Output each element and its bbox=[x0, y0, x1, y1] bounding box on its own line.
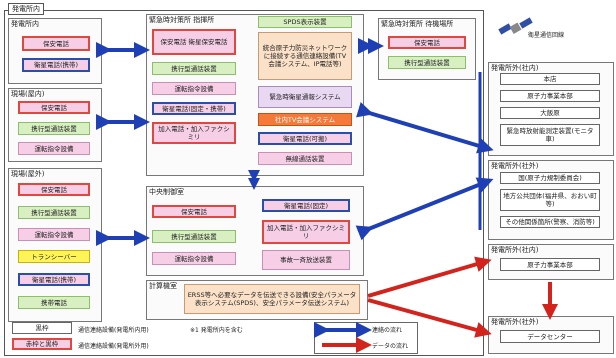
plant-frame-title: 発電所内 bbox=[8, 3, 44, 15]
box-cc-command: 運転指令設備 bbox=[152, 252, 236, 265]
group-emergency-standby: 緊急時対策所 待機場所 bbox=[378, 18, 476, 80]
box-transceiver: トランシーバー bbox=[18, 250, 90, 263]
box-cc-satellite-fixed: 衛星電話(固定) bbox=[262, 199, 350, 212]
group-field-inside-title: 現場(屋内) bbox=[11, 90, 45, 98]
box-cc-security-phone: 保安電話 bbox=[152, 205, 236, 218]
box-operation-command-2: 運転指令設備 bbox=[18, 142, 90, 155]
box-portable-call-device-2: 携行型通話装置 bbox=[18, 122, 90, 135]
box-standby-security-phone: 保安電話 bbox=[388, 36, 466, 49]
box-center-portable: 携行型通話装置 bbox=[152, 62, 236, 75]
box-monitoring-car: 緊急時放射能測定装置(モニタ車) bbox=[500, 124, 600, 146]
box-operation-command-3: 運転指令設備 bbox=[18, 228, 90, 241]
box-nuclear-division-1: 原子力事業本部 bbox=[500, 90, 600, 102]
group-emergency-standby-title: 緊急時対策所 待機場所 bbox=[381, 20, 454, 28]
box-ohi: 大飯原 bbox=[500, 107, 600, 119]
group-outside-company-1-title: 発電所外(社内) bbox=[491, 64, 539, 72]
box-cc-subscriber: 加入電話・加入ファクシミリ bbox=[262, 220, 350, 244]
box-company-tv-conference: 社内TV会議システム bbox=[258, 113, 352, 126]
box-data-center: データセンター bbox=[500, 330, 600, 343]
satellite-label: 衛星通信回線 bbox=[528, 32, 565, 39]
box-center-satellite-phone: 衛星電話(固定・携帯) bbox=[152, 102, 236, 115]
box-standby-portable: 携行型通話装置 bbox=[388, 56, 466, 69]
box-center-subscriber-phone: 加入電話・加入ファクシミリ bbox=[152, 122, 236, 144]
box-nra: 国(原子力規制委員会) bbox=[500, 172, 600, 184]
group-central-control-title: 中央制御室 bbox=[149, 188, 184, 196]
box-center-security-phone: 保安電話 衛星保安電話 bbox=[152, 29, 236, 55]
group-field-outside-title: 現場(屋外) bbox=[11, 170, 45, 178]
box-spds-title: SPDS表示装置 bbox=[258, 16, 352, 28]
group-outside-external-1-title: 発電所外(社外) bbox=[491, 162, 539, 170]
legend-black-frame: 黒枠 bbox=[12, 322, 72, 334]
box-local-gov: 地方公共団体(福井県、おおい町等) bbox=[500, 189, 600, 211]
box-portable-call-device-3: 携行型通話装置 bbox=[18, 206, 90, 219]
box-satellite-phone-mobile-1: 衛星電話(携帯) bbox=[22, 58, 90, 72]
box-erss-data: ERSS等へ必要なデータを伝送できる設備(安全パラメータ表示システム(SPDS)… bbox=[184, 284, 360, 314]
legend-blue-label: 連絡の流れ bbox=[372, 327, 403, 334]
arrow-data-2 bbox=[367, 298, 492, 338]
box-center-command: 運転指令設備 bbox=[152, 82, 236, 95]
box-satellite-phone-portable: 衛星電話(可搬) bbox=[258, 132, 352, 145]
box-cc-portable: 携行型通話装置 bbox=[152, 230, 236, 243]
box-nuclear-division-2: 原子力事業本部 bbox=[500, 258, 600, 271]
box-security-phone-1: 保安電話 bbox=[22, 36, 90, 51]
box-security-phone-3: 保安電話 bbox=[18, 183, 90, 196]
box-other-agencies: その他関係箇所(警察、消防等) bbox=[500, 216, 600, 228]
legend-footnote: ※1 発電所内を含む bbox=[190, 327, 243, 334]
arrow-data-1 bbox=[367, 256, 492, 298]
box-head-office: 本店 bbox=[500, 73, 600, 85]
box-radio-call-device: 無線通話装置 bbox=[258, 152, 352, 165]
group-outside-external-2-title: 発電所外(社外) bbox=[491, 318, 539, 326]
box-security-phone-2: 保安電話 bbox=[18, 101, 90, 114]
box-emergency-satellite-notify: 緊急時衛星通報システム bbox=[258, 86, 352, 108]
legend-red-frame-text: 通信連絡設備(発電所外用) bbox=[78, 343, 149, 350]
group-outside-company-2-title: 発電所外(社内) bbox=[491, 246, 539, 254]
legend-red-label: データの流れ bbox=[372, 343, 409, 350]
box-mobile-phone: 携帯電話 bbox=[18, 296, 90, 309]
box-cc-broadcast: 事故一斉放送装置 bbox=[262, 250, 350, 270]
group-computer-room-title: 計算機室 bbox=[149, 282, 177, 290]
arrow-center-right-2 bbox=[355, 177, 494, 241]
arrow-center-right-1 bbox=[356, 102, 494, 154]
legend-red-frame: 赤枠と黒枠 bbox=[12, 338, 72, 350]
legend-black-frame-text: 通信連絡設備(発電所内用) bbox=[78, 327, 149, 334]
box-spds-network: 統合原子力防災ネットワークに接続する通信連絡設備(TV会議システム、IP電話等) bbox=[258, 32, 352, 80]
box-satellite-phone-mobile-3: 衛星電話(携帯) bbox=[18, 273, 90, 286]
group-emergency-center-title: 緊急時対策所 指揮所 bbox=[149, 16, 215, 24]
group-plant-inner-title: 発電所内 bbox=[11, 20, 39, 28]
satellite-icon bbox=[496, 16, 536, 46]
